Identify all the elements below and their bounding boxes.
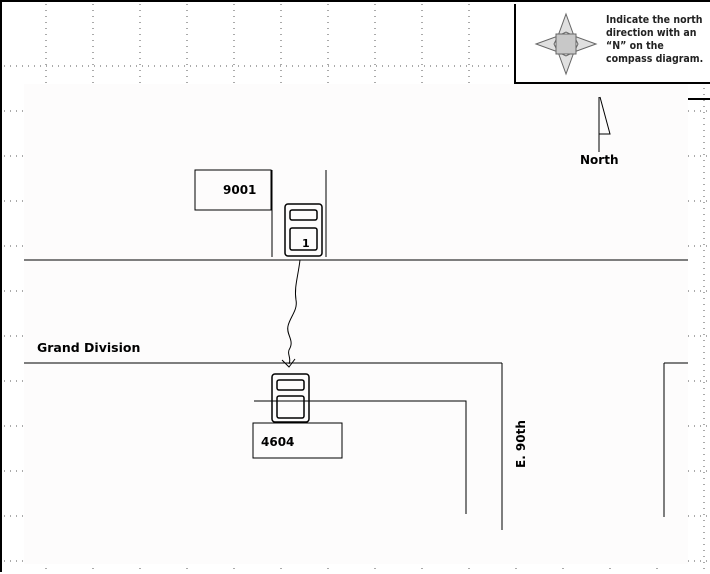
building-4604-box bbox=[252, 422, 343, 459]
building-9001-box bbox=[194, 169, 272, 211]
corner-rule bbox=[688, 98, 710, 100]
lot-boundary-bottom bbox=[254, 400, 467, 514]
building-number-9001: 9001 bbox=[223, 183, 257, 197]
vehicle-2-icon bbox=[271, 373, 310, 423]
sketch-area bbox=[24, 84, 688, 564]
compass-rose-icon bbox=[534, 12, 598, 76]
vehicle-1-icon bbox=[284, 203, 323, 257]
compass-instruction: Indicate the north direction with an “N”… bbox=[606, 14, 704, 65]
north-arrow-icon bbox=[598, 96, 611, 135]
building-number-4604: 4604 bbox=[261, 435, 295, 449]
path-arrowhead-icon bbox=[281, 358, 296, 368]
vehicle-number-1: 1 bbox=[302, 237, 310, 250]
north-label: North bbox=[580, 153, 619, 167]
street-label-e90th: E. 90th bbox=[514, 420, 528, 468]
street-label-grand-division: Grand Division bbox=[37, 340, 141, 355]
vehicle-path-line bbox=[287, 259, 301, 365]
